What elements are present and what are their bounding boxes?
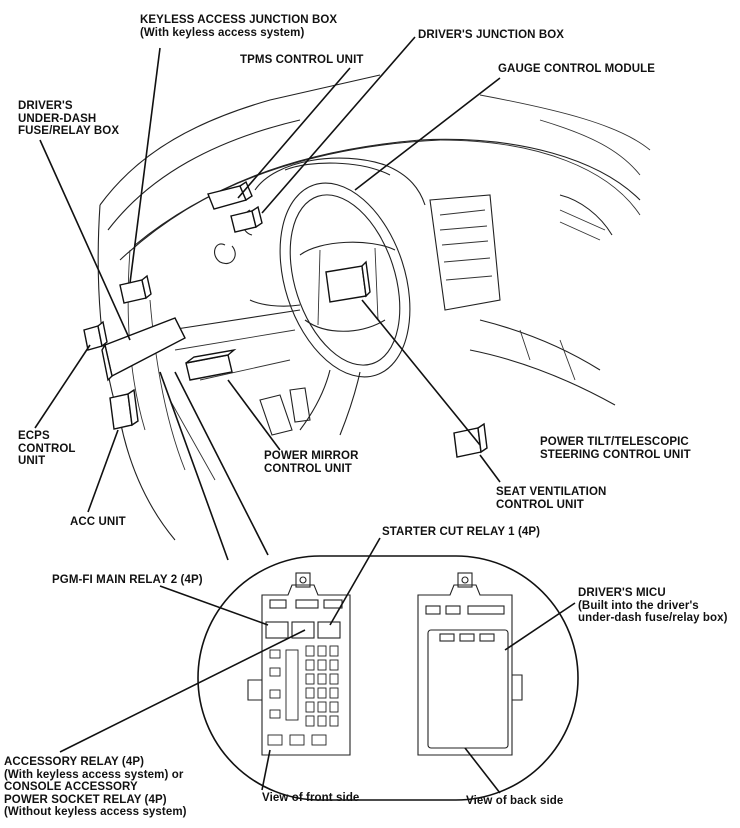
label-ecps-control-unit: ECPS CONTROL UNIT (18, 430, 76, 467)
fuse-box-inset (197, 555, 579, 801)
tpms-control-unit (230, 205, 263, 233)
inset-leader-lines (59, 537, 576, 794)
dashboard-illustration (97, 74, 651, 541)
label-drivers-junction-box: DRIVER'S JUNCTION BOX (418, 29, 565, 41)
label-power-tilt-telescopic-steering-control-unit: POWER TILT/TELESCOPIC STEERING CONTROL U… (540, 436, 691, 461)
drivers-under-dash-fuse-relay-box (101, 317, 186, 382)
label-tpms-control-unit: TPMS CONTROL UNIT (240, 54, 364, 66)
label-drivers-micu: DRIVER'S MICU (Built into the driver's u… (578, 587, 728, 624)
label-view-of-back-side: View of back side (466, 795, 564, 807)
label-acc-unit: ACC UNIT (70, 516, 126, 528)
label-seat-ventilation-control-unit: SEAT VENTILATION CONTROL UNIT (496, 486, 607, 511)
label-view-of-front-side: View of front side (262, 792, 360, 804)
label-starter-cut-relay-1: STARTER CUT RELAY 1 (4P) (382, 526, 541, 538)
keyless-access-junction-box (207, 180, 253, 210)
seat-ventilation-control-unit (453, 422, 488, 458)
label-accessory-relay: ACCESSORY RELAY (4P) (With keyless acces… (4, 756, 187, 818)
label-pgm-fi-main-relay-2: PGM-FI MAIN RELAY 2 (4P) (52, 574, 203, 586)
power-mirror-control-unit (185, 348, 237, 381)
label-gauge-control-module: GAUGE CONTROL MODULE (498, 63, 656, 75)
leader-lines (34, 36, 501, 561)
back-view-fuse-box (417, 572, 523, 756)
power-tilt-telescopic-steering-control-unit (325, 260, 371, 303)
label-keyless-access-junction-box: KEYLESS ACCESS JUNCTION BOX (With keyles… (140, 14, 338, 39)
label-drivers-under-dash-fuse-relay-box: DRIVER'S UNDER-DASH FUSE/RELAY BOX (18, 100, 120, 137)
front-view-fuse-box (247, 572, 351, 756)
drivers-junction-box-part (119, 274, 152, 304)
label-power-mirror-control-unit: POWER MIRROR CONTROL UNIT (264, 450, 359, 475)
ecps-control-unit (83, 320, 108, 351)
acc-unit (109, 388, 139, 430)
